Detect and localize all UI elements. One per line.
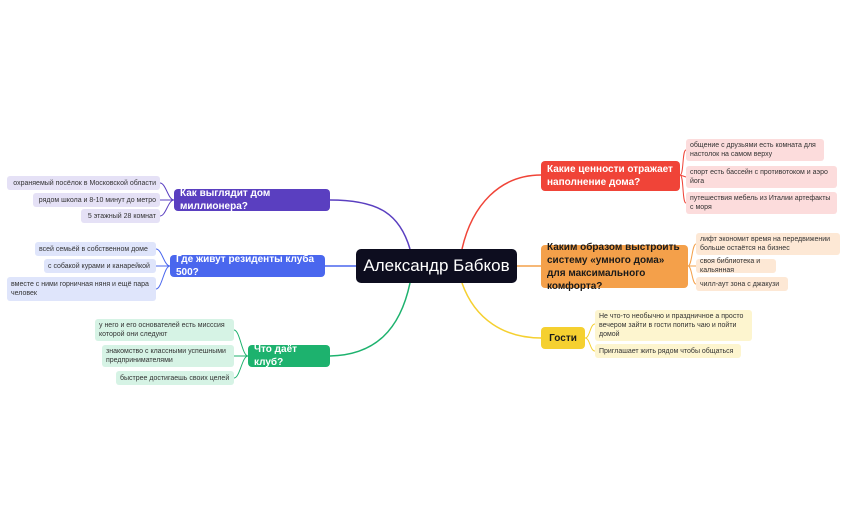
branch-club[interactable]: Что даёт клуб? xyxy=(248,344,330,368)
leaf-club-2[interactable]: знакомство с классными успешными предпри… xyxy=(102,345,234,367)
branch-residents[interactable]: Где живут резиденты клуба 500? xyxy=(170,254,325,278)
branch-house[interactable]: Как выглядит дом миллионера? xyxy=(174,188,330,212)
leaf-residents-1[interactable]: всей семьёй в собственном доме xyxy=(35,242,156,256)
leaf-house-2[interactable]: рядом школа и 8-10 минут до метро xyxy=(33,193,160,207)
link-club xyxy=(329,282,411,357)
link-guests xyxy=(461,282,542,339)
leaf-smart-2[interactable]: своя библиотека и кальянная xyxy=(696,258,776,274)
leaf-club-3[interactable]: быстрее достигаешь своих целей xyxy=(116,371,234,385)
leaf-house-1[interactable]: охраняемый посёлок в Московской области xyxy=(7,176,160,190)
leaf-residents-2[interactable]: с собакой курами и канарейкой xyxy=(44,259,156,273)
link-house xyxy=(329,199,411,250)
branch-values[interactable]: Какие ценности отражает наполнение дома? xyxy=(541,161,680,191)
central-topic[interactable]: Александр Бабков xyxy=(356,249,517,283)
leaf-values-2[interactable]: спорт есть бассейн с противотоком и аэро… xyxy=(686,166,837,188)
leaf-club-1[interactable]: у него и его основателей есть мисссия ко… xyxy=(95,319,234,341)
leaf-guests-1[interactable]: Не что-то необычно и праздничное а прост… xyxy=(595,310,752,341)
leaf-guests-2[interactable]: Приглашает жить рядом чтобы общаться xyxy=(595,344,741,358)
leaf-values-1[interactable]: общение с друзьями есть комната для наст… xyxy=(686,139,824,161)
leaf-smart-1[interactable]: лифт экономит время на передвижении боль… xyxy=(696,233,840,255)
leaf-residents-3[interactable]: вместе с ними горничная няня и ещё пара … xyxy=(7,277,156,301)
branch-smart-home[interactable]: Каким образом выстроить систему «умного … xyxy=(541,242,688,292)
link-values xyxy=(461,174,542,250)
leaf-values-3[interactable]: путешествия мебель из Италии артефакты с… xyxy=(686,192,837,214)
leaf-house-3[interactable]: 5 этажный 28 комнат xyxy=(81,209,160,223)
leaf-smart-3[interactable]: чилл-аут зона с джакузи xyxy=(696,277,788,291)
branch-guests[interactable]: Гости xyxy=(541,327,585,349)
